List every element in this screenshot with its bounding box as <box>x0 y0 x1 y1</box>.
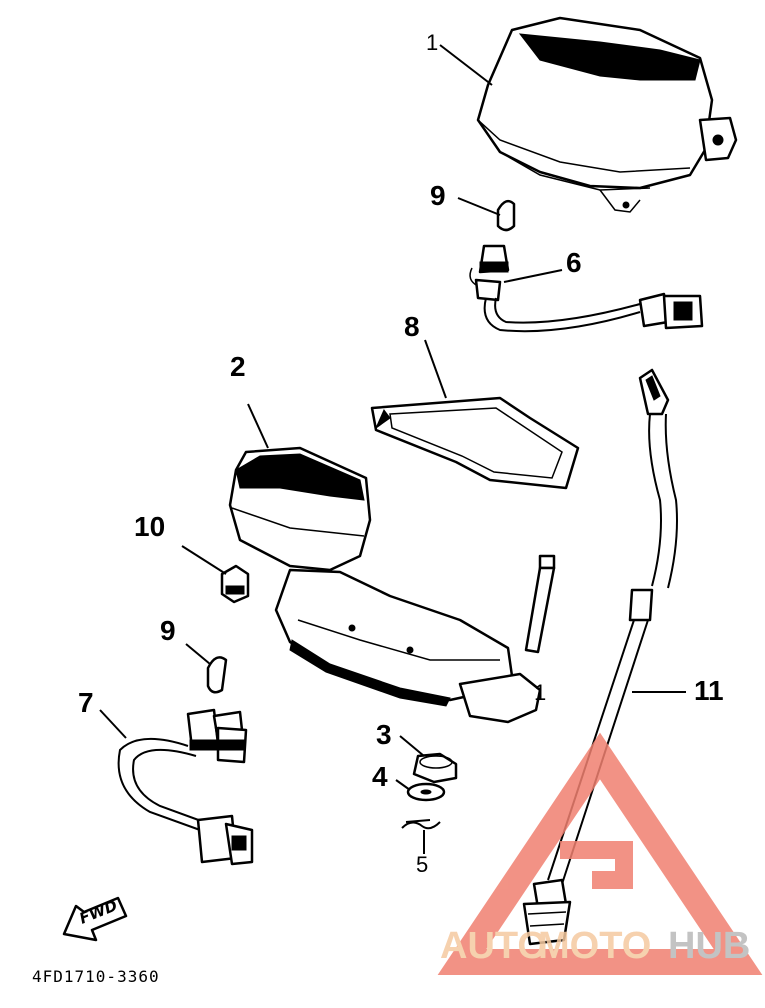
forward-arrow-icon: FWD <box>62 896 128 942</box>
grommet-part <box>220 564 250 604</box>
watermark-triangle-inner <box>560 841 633 889</box>
leader-4 <box>395 779 411 791</box>
callout-9-lower: 9 <box>160 615 176 646</box>
callout-1-lower: 1 <box>534 680 546 705</box>
leader-10 <box>181 545 227 575</box>
diagram-code: 4FD1710-3360 <box>32 967 160 986</box>
bulb-lower-part <box>206 656 228 694</box>
callout-7: 7 <box>78 687 94 718</box>
clip-part <box>401 819 441 830</box>
socket-cord-upper-part <box>469 244 704 333</box>
leader-8 <box>424 339 447 399</box>
callout-9-upper: 9 <box>430 180 446 211</box>
bolt-part <box>524 554 556 654</box>
leader-7 <box>99 709 127 739</box>
washer-part <box>406 782 446 802</box>
watermark-triangle-outer <box>437 732 763 975</box>
callout-11: 11 <box>694 675 724 706</box>
meter-assembly-part <box>228 446 542 724</box>
leader-2 <box>247 403 269 449</box>
socket-cord-lower-part <box>117 708 254 866</box>
leader-1 <box>439 44 493 86</box>
watermark-word-auto: AUTO <box>440 925 547 967</box>
bulb-upper-part <box>496 199 516 232</box>
speedometer-cable-part <box>522 368 678 946</box>
callout-8: 8 <box>404 311 420 342</box>
callout-10: 10 <box>134 511 165 542</box>
callout-5: 5 <box>416 852 428 877</box>
gasket-part <box>370 396 580 490</box>
leader-6 <box>503 269 563 283</box>
callout-4: 4 <box>372 761 388 792</box>
meter-case-part <box>476 16 738 213</box>
callout-6: 6 <box>566 247 582 278</box>
leader-3 <box>399 735 425 757</box>
callout-2: 2 <box>230 351 246 382</box>
watermark-word-moto: MOTO <box>538 925 651 967</box>
damper-part <box>412 752 458 784</box>
leader-9-lower <box>185 643 211 665</box>
callout-1: 1 <box>426 30 438 55</box>
leader-9-upper <box>457 197 501 216</box>
watermark-word-hub: HUB <box>668 925 750 967</box>
callout-3: 3 <box>376 719 392 750</box>
automotohub-watermark: AUTO MOTO HUB <box>437 732 763 975</box>
